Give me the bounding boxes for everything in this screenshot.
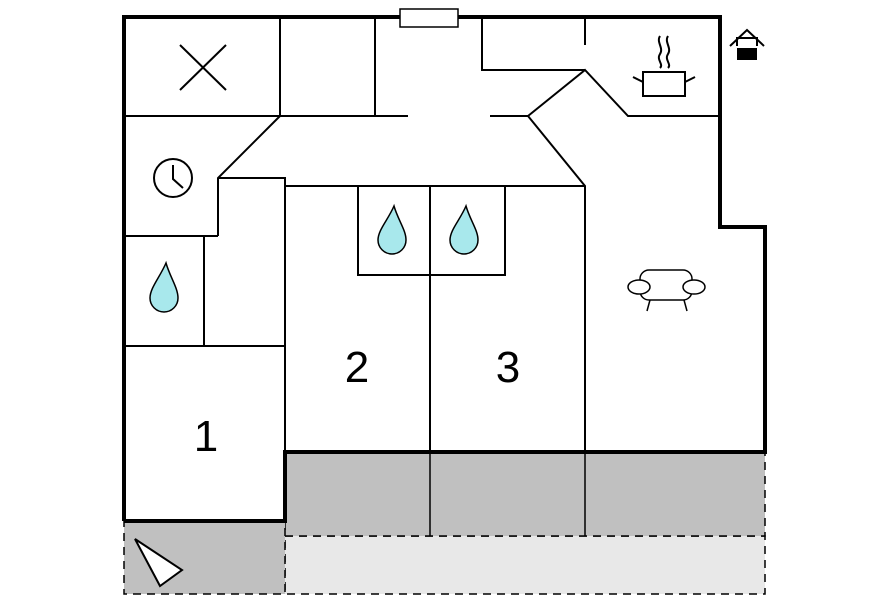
room-label-1: 1	[194, 412, 218, 461]
outdoor-area	[284, 535, 766, 595]
room-label-3: 3	[496, 343, 520, 392]
interior-walls	[124, 17, 720, 452]
sofa-icon	[627, 269, 706, 312]
room-label-2: 2	[345, 343, 369, 392]
window-icon	[399, 8, 459, 28]
water-drop-icon	[149, 260, 179, 313]
clock-icon	[153, 158, 193, 198]
water-drop-icon	[449, 203, 479, 255]
outer-wall	[122, 15, 767, 523]
compass-direction-icon	[134, 538, 184, 588]
cooking-pot-icon	[632, 35, 696, 97]
water-drop-icon	[377, 203, 407, 255]
terrace-area	[284, 451, 766, 537]
house-entrance-icon	[729, 28, 765, 60]
cross-mark-icon	[179, 44, 227, 91]
